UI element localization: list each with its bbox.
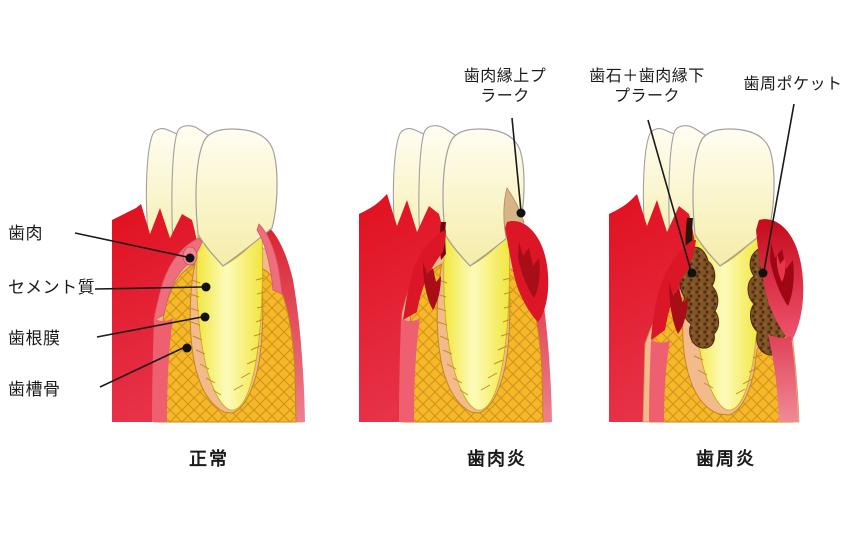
ligament-ticks-right [480,277,513,391]
tooth-illustration-normal [112,125,305,423]
label-gingiva: 歯肉 [8,224,43,244]
ligament-ticks-right [735,354,763,395]
label-supragingival-plaque: 歯肉縁上プラーク [463,66,547,105]
label-periodontal-pocket: 歯周ポケット [743,74,843,93]
stage-label-gingivitis: 歯肉炎 [467,449,527,470]
gum-pink-band-left [399,318,420,422]
main-crown [195,128,278,267]
label-cementum: セメント質 [8,278,96,298]
gum-papilla [182,246,198,266]
ligament-ticks-right [233,277,266,391]
tooth-illustration-periodontitis [609,125,804,423]
inflammation-flame-right [518,242,540,298]
stage-label-periodontitis: 歯周炎 [696,449,756,470]
gum-outer-band [768,334,798,422]
label-periodontal-ligament: 歯根膜 [8,329,61,349]
inflammation-flame-left [423,262,441,310]
stage-label-normal: 正常 [189,449,229,470]
alveolar-bone [157,263,297,423]
ligament-ticks-left [436,279,469,396]
label-alveolar-bone: 歯槽骨 [8,380,61,400]
gum-pink-band-left [649,340,670,422]
tooth-illustration-gingivitis [359,125,552,423]
alveolar-bone [404,263,544,423]
gum-margin-right [256,223,283,295]
inflammation-flame-left [669,282,688,334]
label-calculus-subgingival-plaque: 歯石＋歯肉縁下プラーク [589,66,705,105]
